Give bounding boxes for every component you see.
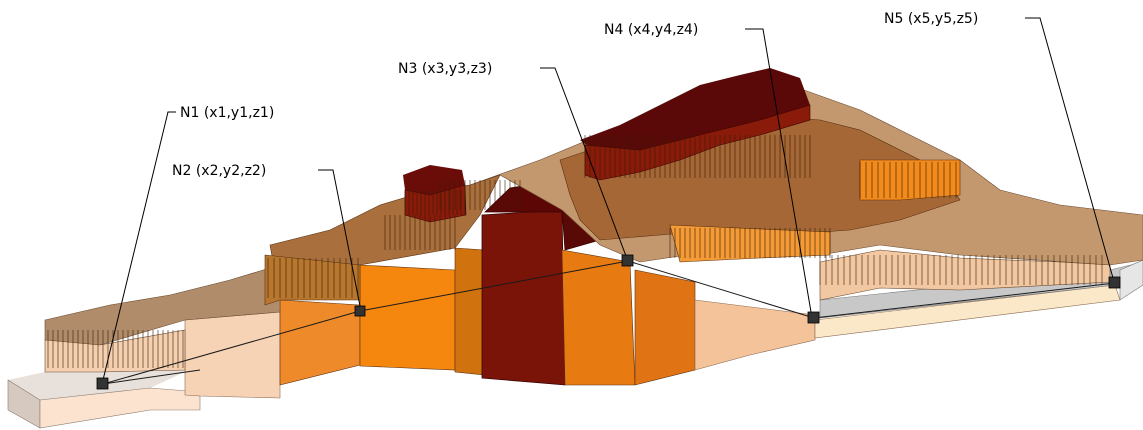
node-n1-marker [96, 377, 109, 390]
leader-n3 [540, 67, 627, 257]
edge-n4-n5 [813, 282, 1116, 319]
far-left-fins [44, 329, 186, 373]
left-brown-front [264, 254, 361, 306]
leader-n1 [102, 111, 176, 381]
mid-front-4 [561, 249, 636, 386]
label-n2: N2 (x2,y2,z2) [172, 163, 266, 179]
edge-n3-n4 [627, 260, 815, 319]
maroon-ridge-top [580, 68, 810, 155]
edge-lower-guide [102, 369, 201, 385]
leader-n5 [1025, 17, 1114, 279]
edge-n1-n2 [102, 310, 361, 385]
base-slab [7, 179, 1143, 429]
maroon-blob-top [403, 165, 465, 195]
right-end-cap [1119, 259, 1143, 301]
cliff-hatching [47, 135, 1103, 368]
node-markers [96, 254, 1121, 390]
pale-left-region [184, 311, 281, 399]
node-n3-marker [621, 254, 634, 267]
maroon-ridge-front [584, 104, 811, 181]
mid-front-3 [454, 247, 486, 376]
node-n2-marker [354, 305, 366, 317]
leader-n2 [318, 169, 361, 307]
left-tip-side [39, 387, 201, 429]
label-n1: N1 (x1,y1,z1) [180, 105, 274, 121]
node-labels: N1 (x1,y1,z1) N2 (x2,y2,z2) N3 (x3,y3,z3… [172, 11, 978, 179]
orange-right-front [859, 159, 961, 201]
leader-lines [102, 17, 1114, 381]
mid-front-5 [634, 269, 696, 386]
maroon-tower-front [481, 209, 566, 386]
node-n5-marker [1108, 276, 1121, 289]
label-n3: N3 (x3,y3,z3) [398, 61, 492, 77]
right-plateau-front [819, 249, 1111, 301]
edge-n2-n3 [359, 260, 629, 312]
pale-right-region [694, 299, 816, 371]
node-connections [102, 260, 1116, 385]
node-n4-marker [807, 311, 820, 324]
label-n4: N4 (x4,y4,z4) [604, 22, 698, 38]
label-n5: N5 (x5,y5,z5) [884, 11, 978, 27]
mid-front-1 [279, 299, 361, 386]
leader-n4 [745, 28, 812, 313]
mid-front-2 [359, 264, 456, 371]
